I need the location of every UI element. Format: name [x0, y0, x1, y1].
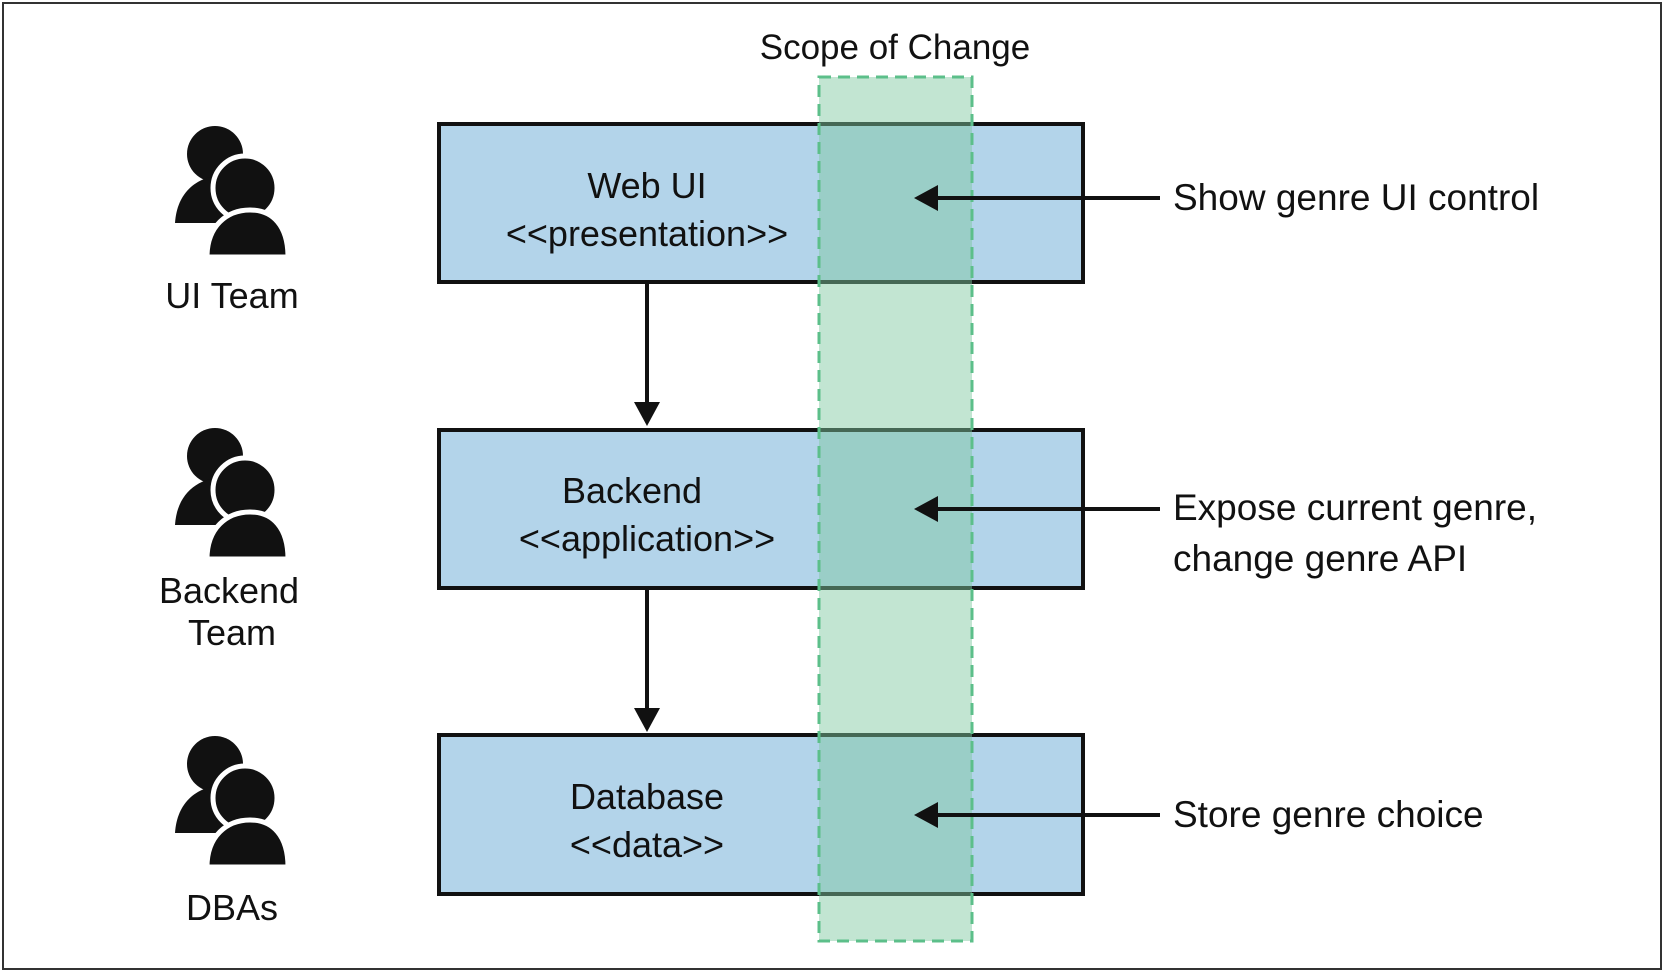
- layer-database: Database <<data>>: [437, 733, 1085, 896]
- team-label-backend-line-1: Backend: [159, 570, 299, 611]
- change-label-backend-line-2: change genre API: [1173, 538, 1467, 579]
- team-label-backend-line-2: Team: [188, 612, 276, 653]
- layer-name-backend: Backend: [562, 470, 702, 511]
- team-icon-ui: [175, 126, 291, 260]
- people-icon: [175, 428, 291, 562]
- team-label-dba: DBAs: [186, 887, 278, 928]
- layer-name-database: Database: [570, 776, 724, 817]
- change-arrow-database: [914, 802, 1160, 828]
- layer-name-web-ui: Web UI: [587, 165, 706, 206]
- layer-backend: Backend <<application>>: [437, 428, 1085, 590]
- change-arrow-backend: [914, 496, 1160, 522]
- team-icon-dba: [175, 736, 291, 870]
- arrow-backend-to-database: [634, 590, 660, 732]
- team-label-ui: UI Team: [165, 275, 298, 316]
- layer-box-web-ui: [437, 122, 1085, 284]
- layer-stereotype-database: <<data>>: [570, 824, 724, 865]
- people-icon: [175, 736, 291, 870]
- change-label-database: Store genre choice: [1173, 794, 1484, 835]
- layer-stereotype-web-ui: <<presentation>>: [506, 213, 788, 254]
- layer-stereotype-backend: <<application>>: [519, 518, 775, 559]
- arrow-webui-to-backend: [634, 284, 660, 426]
- change-arrow-web-ui: [914, 185, 1160, 211]
- change-label-backend-line-1: Expose current genre,: [1173, 487, 1537, 528]
- scope-of-change-label: Scope of Change: [760, 28, 1030, 67]
- change-label-web-ui: Show genre UI control: [1173, 177, 1539, 218]
- people-icon: [175, 126, 291, 260]
- layer-web-ui: Web UI <<presentation>>: [437, 122, 1085, 284]
- team-icon-backend: [175, 428, 291, 562]
